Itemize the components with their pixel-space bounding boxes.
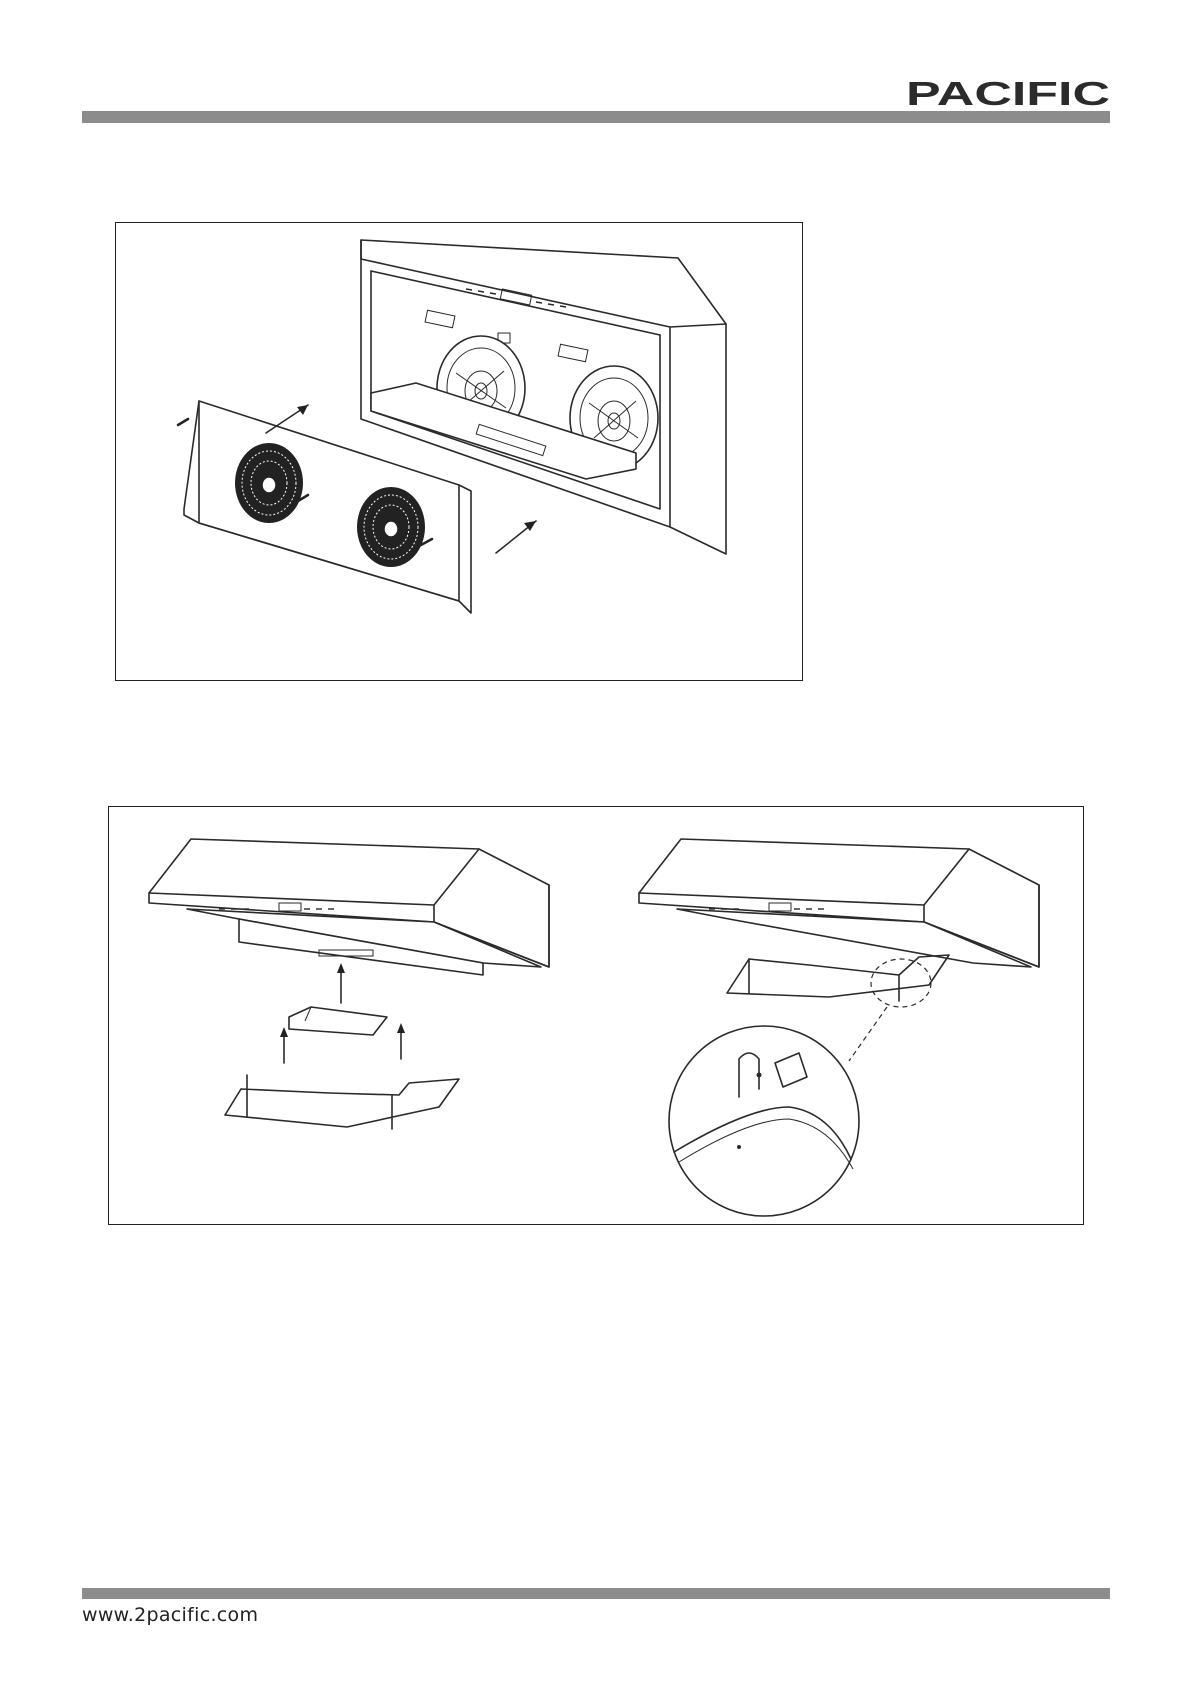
figure-front-panel-removal (115, 222, 803, 681)
fan-grille-right-icon (357, 487, 425, 567)
filter-frame-left-icon (225, 1075, 459, 1129)
fan-grille-left-icon (235, 443, 303, 523)
hood-right-icon (639, 839, 1039, 1001)
header-rule (82, 111, 1110, 123)
pacific-logo: PACIFIC (906, 78, 1110, 108)
footer-website-url: www.2pacific.com (82, 1604, 258, 1626)
footer-rule (82, 1588, 1110, 1599)
hood-left-icon (149, 839, 549, 975)
brand-logo-text: PACIFIC (906, 78, 1110, 108)
exploded-hood-panel-illustration (116, 223, 802, 680)
detail-magnifier-icon (669, 1026, 859, 1216)
hood-filter-frame-illustration (109, 807, 1083, 1224)
figure-filter-frame-installation (108, 806, 1084, 1225)
